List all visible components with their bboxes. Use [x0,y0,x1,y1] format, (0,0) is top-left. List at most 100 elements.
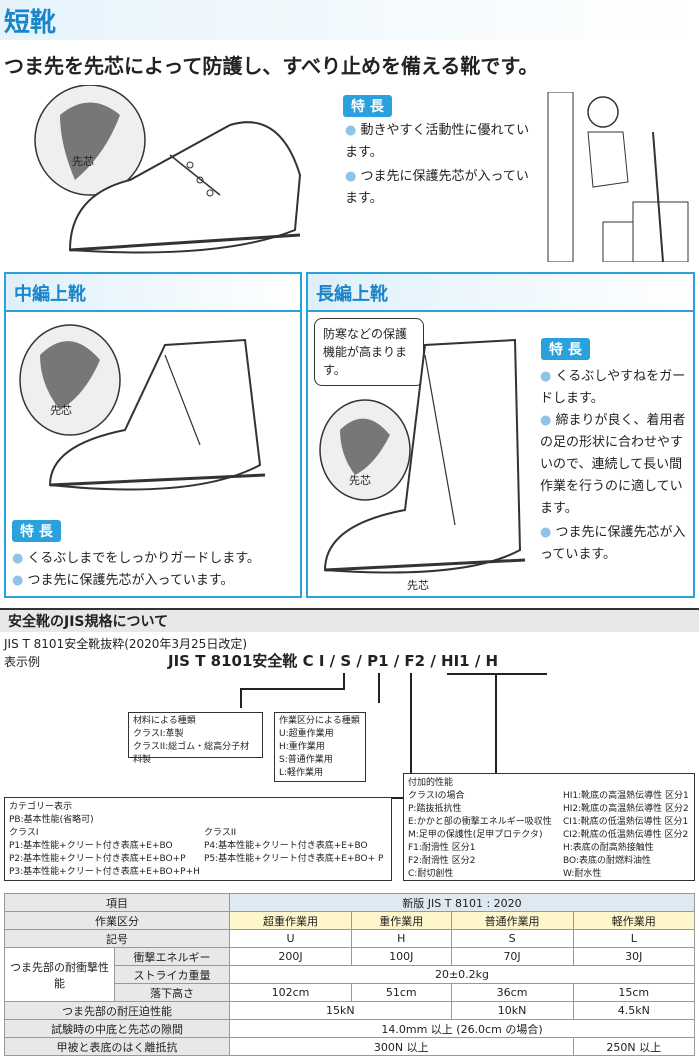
additional-line: CI2:靴底の低温熱伝導性 区分2 [563,830,689,840]
long-boot-feature-1: ● くるぶしやすねをガードします。 [540,369,686,406]
table-cell: 落下高さ [114,983,230,1002]
table-cell: つま先部の耐衝撃性能 [4,947,115,1002]
category-pb: PB:基本性能(省略可) [9,815,94,825]
jis-example-label: 表示例 [4,655,41,669]
short-boot-feature-tag: 特 長 [343,95,392,117]
additional-line: M:足甲の保護性(足甲プロテクタ) [408,830,543,840]
additional-performance-box: 付加的性能 クラスIの場合 P:踏抜抵抗性 E:かかと部の衝撃エネルギー吸収性 … [403,773,695,881]
table-cell: 36cm [450,983,574,1002]
category-line: P4:基本性能+クリート付き表底+E+BO [204,841,368,851]
long-boot-title: 長編上靴 [316,284,388,305]
category-box: カテゴリー表示 PB:基本性能(省略可) クラスI P1:基本性能+クリート付き… [4,797,392,881]
additional-line: HI2:靴底の高温熱伝導性 区分2 [563,804,689,814]
short-boot-illustration [34,85,302,254]
connector-line [410,673,412,807]
work-class-box: 作業区分による種類 U:超重作業用 H:重作業用 S:普通作業用 L:軽作業用 [274,712,366,782]
worker-illustration [543,92,693,262]
table-cell: 軽作業用 [572,911,696,930]
additional-line: BO:表底の耐燃料油性 [563,856,651,866]
category-class1: クラスI [9,828,39,838]
long-boot-illustration [319,338,526,574]
mid-boot-feature-tag: 特 長 [12,520,61,542]
additional-line: F1:耐滑性 区分1 [408,843,476,853]
table-cell: 試験時の中底と先芯の隙間 [4,1019,230,1038]
work-line: L:軽作業用 [279,768,324,778]
mid-boot-illustration [19,324,266,491]
short-boot-feature-2: ● つま先に保護先芯が入っています。 [345,169,529,206]
category-line: P1:基本性能+クリート付き表底+E+BO [9,841,173,851]
long-boot-feature-2: ● 締まりが良く、着用者の足の形状に合わせやすいので、連続して長い間作業を行うの… [540,413,686,516]
table-cell: 4.5kN [572,1001,696,1020]
long-boot-toe-label: 先芯 [349,474,371,487]
connector-line [240,688,242,708]
mid-boot-toe-label: 先芯 [50,404,72,417]
table-cell: 作業区分 [4,911,230,930]
table-cell: 200J [229,947,352,966]
table-cell: 100J [350,947,452,966]
category-title: カテゴリー表示 [9,802,73,812]
category-line: P3:基本性能+クリート付き表底+E+BO+P+H [9,867,200,877]
connector-line [240,688,345,690]
long-boot-toe-label-bottom: 先芯 [407,579,429,592]
table-cell: 新版 JIS T 8101 : 2020 [229,893,695,912]
work-title: 作業区分による種類 [279,716,360,726]
additional-line: F2:耐滑性 区分2 [408,856,476,866]
connector-line [447,673,547,675]
table-cell: S [450,929,574,948]
long-boot-panel-header: 長編上靴 [308,274,693,312]
jis-excerpt: JIS T 8101安全靴抜粋(2020年3月25日改定) [4,637,248,651]
category-line: P5:基本性能+クリート付き表底+E+BO+ P [204,854,384,864]
additional-title: 付加的性能 [408,778,454,788]
mid-boot-panel: 中編上靴 [4,272,302,598]
material-line: クラスI:革製 [133,729,184,739]
long-boot-speech-bubble: 防寒などの保護機能が高まります。 [314,318,424,386]
spec-table: 項目 新版 JIS T 8101 : 2020 作業区分 超重作業用 重作業用 … [4,893,696,1056]
page-title: 短靴 [4,8,57,38]
table-cell: 10kN [450,1001,574,1020]
work-line: U:超重作業用 [279,729,334,739]
additional-line: P:踏抜抵抗性 [408,804,462,814]
table-cell: H [350,929,452,948]
table-cell: 70J [450,947,574,966]
jis-code: JIS T 8101安全靴 C I / S / P1 / F2 / HI1 / … [168,652,499,670]
connector-line [378,673,380,703]
table-cell: 20±0.2kg [229,965,695,984]
table-cell: L [572,929,696,948]
category-class2: クラスII [204,828,237,838]
additional-line: HI1:靴底の高温熱伝導性 区分1 [563,791,689,801]
category-line: P2:基本性能+クリート付き表底+E+BO+P [9,854,186,864]
jis-section-title: 安全靴のJIS規格について [8,614,169,630]
table-cell: 甲被と表底のはく離抵抗 [4,1037,230,1056]
table-cell: 項目 [4,893,230,912]
work-line: H:重作業用 [279,742,325,752]
long-boot-panel: 長編上靴 [306,272,695,598]
material-box: 材料による種類 クラスI:革製 クラスII:総ゴム・総高分子材料製 [128,712,263,765]
mid-boot-panel-header: 中編上靴 [6,274,300,312]
table-cell: 250N 以上 [572,1037,696,1056]
table-cell: 衝撃エネルギー [114,947,230,966]
additional-line: E:かかと部の衝撃エネルギー吸収性 [408,817,552,827]
mid-boot-feature-2: ● つま先に保護先芯が入っています。 [12,573,234,588]
additional-sub: クラスIの場合 [408,791,465,801]
material-title: 材料による種類 [133,716,196,726]
jis-section-bar [0,608,699,632]
table-cell: 15kN [229,1001,452,1020]
page-subtitle: つま先を先芯によって防護し、すべり止めを備える靴です。 [4,54,539,78]
table-cell: 51cm [350,983,452,1002]
additional-line: W:耐水性 [563,869,602,879]
short-boot-feature-1: ● 動きやすく活動性に優れています。 [345,123,530,160]
header-bar [0,0,699,40]
short-boot-toe-label: 先芯 [72,155,94,168]
material-line: クラスII:総ゴム・総高分子材料製 [133,742,250,765]
table-cell: 102cm [229,983,352,1002]
table-cell: 30J [572,947,696,966]
long-boot-feature-tag: 特 長 [541,338,590,360]
table-cell: 15cm [572,983,696,1002]
additional-line: CI1:靴底の低温熱伝導性 区分1 [563,817,689,827]
mid-boot-title: 中編上靴 [14,284,86,305]
table-cell: つま先部の耐圧迫性能 [4,1001,230,1020]
connector-line [392,797,412,799]
additional-line: H:表底の耐高熱接触性 [563,843,654,853]
connector-line [495,673,497,773]
work-line: S:普通作業用 [279,755,333,765]
